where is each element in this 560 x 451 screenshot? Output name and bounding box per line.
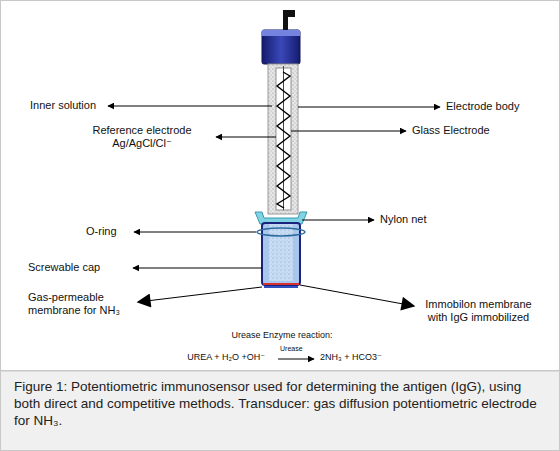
reaction-title: Urease Enzyme reaction: (2, 330, 560, 341)
part-label: Nylon net (380, 213, 426, 226)
part-label: Gas-permeable membrane for NH₃ (28, 291, 133, 317)
figure-frame (1, 1, 560, 371)
leader-arrow (298, 107, 440, 108)
part-label: Reference electrode Ag/AgCl/Cl⁻ (72, 124, 212, 150)
gas-membrane (264, 286, 298, 288)
caption-ground (1, 371, 560, 451)
immobilon-membrane (263, 283, 299, 285)
cap-inner-solution (269, 224, 293, 281)
top-cap (262, 30, 300, 64)
reaction-arrow (278, 359, 314, 360)
leader-arrow (133, 268, 262, 269)
connector-pin (283, 10, 295, 30)
figure-caption: Figure 1: Potentiometric immunosensor us… (14, 378, 546, 429)
leader-arrow (138, 287, 262, 302)
top-cap-rim (262, 30, 300, 36)
part-label: Inner solution (30, 99, 96, 112)
leader-arrow (216, 137, 276, 138)
enzyme-name: Urease (280, 345, 303, 353)
electrode-body (268, 64, 298, 214)
part-label: Electrode body (446, 100, 519, 113)
part-label: Immobilon membrane with IgG immobilized (416, 298, 541, 324)
leader-arrow (302, 220, 374, 221)
leader-arrow (291, 131, 406, 132)
reference-wire (283, 66, 284, 210)
reaction-reactants: UREA + H₂O +OH⁻ (130, 352, 265, 363)
part-label: Glass Electrode (412, 124, 490, 137)
screwable-cap (262, 223, 300, 285)
leader-arrow (108, 106, 272, 107)
o-ring (257, 228, 305, 236)
reaction-products: 2NH₃ + HCO3⁻ (320, 352, 382, 363)
part-label: Screwable cap (28, 261, 100, 274)
leader-arrow (300, 285, 414, 306)
part-label: O-ring (86, 225, 117, 238)
leader-arrow (134, 232, 256, 233)
coil (277, 72, 290, 208)
